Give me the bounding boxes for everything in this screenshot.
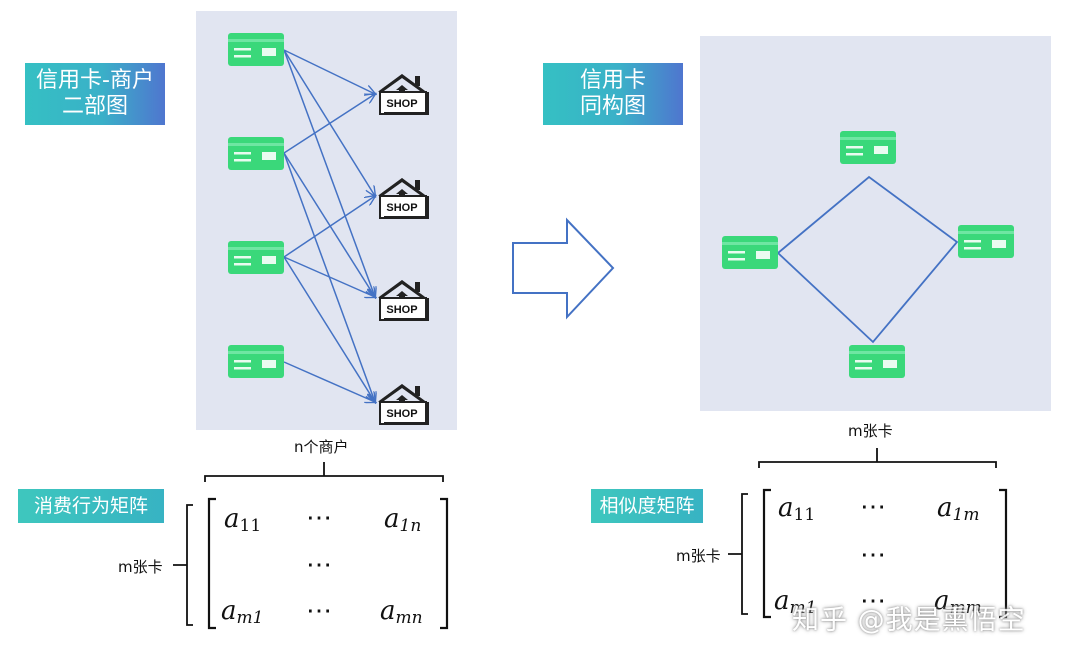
card-count-top-label: m张卡 (848, 422, 893, 440)
edge-card3-shop3 (283, 256, 375, 297)
matrix-entry-am1: am1 (221, 596, 263, 628)
bipartite-title-line1: 信用卡-商户 (36, 68, 154, 93)
right-card-count-label: m张卡 (676, 547, 721, 565)
matrix-dots-row2: ⋯ (306, 550, 332, 580)
similarity-matrix-label: 相似度矩阵 (591, 489, 703, 523)
shop-label: SHOP (386, 408, 417, 420)
consumption-matrix-label: 消费行为矩阵 (18, 489, 164, 523)
bipartite-title-line2: 二部图 (61, 94, 128, 119)
watermark: 知乎 @我是熏悟空 (792, 605, 1026, 636)
credit-card-icon (228, 345, 284, 378)
similarity-matrix: a11 ⋯ a1m ⋯ am1 ⋯ amm (774, 492, 982, 618)
matrix-dots-row1: ⋯ (306, 503, 332, 533)
isomorphic-graph-title: 信用卡 同构图 (543, 63, 683, 125)
edge-card2-shop3 (283, 152, 375, 297)
matrix-entry-a1m: a1m (937, 493, 979, 525)
bipartite-edges (283, 49, 375, 402)
edge-card3-shop2 (283, 196, 375, 258)
edge-card4-shop4 (283, 361, 375, 402)
left-card-count-label: m张卡 (118, 558, 163, 576)
matrix-dots-row1: ⋯ (860, 492, 886, 522)
bipartite-graph-title: 信用卡-商户 二部图 (25, 63, 165, 125)
matrix-entry-am1: am1 (774, 586, 816, 618)
right-card-brace (728, 493, 748, 615)
edge-card1-shop1 (283, 49, 375, 94)
similarity-edges (776, 175, 959, 344)
shop-label: SHOP (386, 98, 417, 110)
matrix-entry-a11: a11 (224, 504, 261, 536)
shop-1: SHOP (376, 72, 431, 117)
credit-card-icon (228, 137, 284, 170)
merchant-count-label: n个商户 (294, 438, 349, 456)
credit-card-icon (840, 131, 896, 164)
credit-card-icon (849, 345, 905, 378)
shop-4: SHOP (376, 382, 431, 427)
edge-card1-shop3 (283, 49, 375, 297)
left-matrix-close-bracket (440, 497, 449, 630)
consumption-matrix: a11 ⋯ a1n ⋯ am1 ⋯ amn (221, 503, 423, 628)
shop-3: SHOP (376, 278, 431, 323)
right-matrix-close-bracket (999, 488, 1008, 619)
isomorphic-title-line1: 信用卡 (579, 68, 646, 93)
shop-label: SHOP (386, 304, 417, 316)
matrix-dots-row2: ⋯ (860, 540, 886, 570)
credit-card-icon (722, 236, 778, 269)
edge-card2-shop1 (283, 94, 375, 154)
right-matrix-open-bracket (762, 488, 771, 619)
credit-card-icon (228, 241, 284, 274)
credit-card-icon (228, 33, 284, 66)
edge-card3-shop4 (283, 256, 375, 402)
right-arrow-icon (512, 217, 615, 320)
left-matrix-open-bracket (207, 497, 216, 630)
matrix-dots-row3: ⋯ (860, 586, 886, 616)
matrix-entry-a11: a11 (778, 493, 815, 525)
matrix-entry-a1n: a1n (384, 504, 421, 536)
matrix-entry-amm: amm (934, 586, 982, 618)
shop-2: SHOP (376, 176, 431, 221)
merchant-brace (204, 462, 444, 482)
card-top-brace (758, 448, 997, 468)
credit-card-icon (958, 225, 1014, 258)
left-card-brace (173, 504, 193, 626)
isomorphic-title-line2: 同构图 (579, 94, 646, 119)
matrix-entry-amn: amn (380, 596, 423, 628)
shop-label: SHOP (386, 202, 417, 214)
matrix-dots-row3: ⋯ (306, 596, 332, 626)
